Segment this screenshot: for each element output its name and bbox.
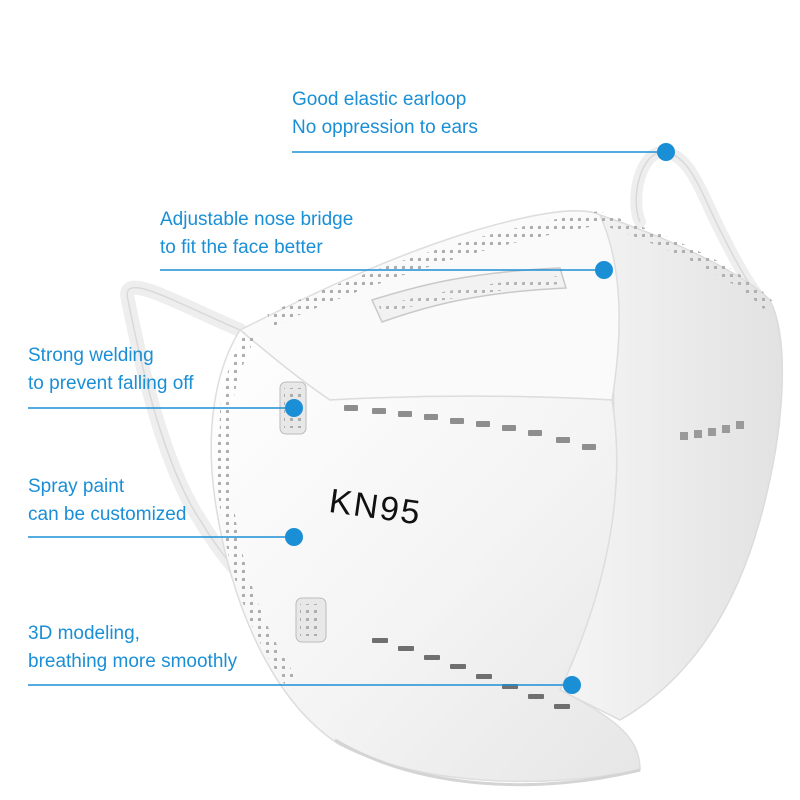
mask-body [210, 210, 784, 787]
welded-seam [344, 405, 596, 450]
callout-nose-bridge-line2: to fit the face better [160, 237, 323, 258]
leader-spray-paint [28, 528, 303, 546]
welding-pad-lower [295, 597, 327, 643]
side-seam [680, 421, 744, 440]
leader-nose-bridge [160, 261, 613, 279]
callout-earloop-line1: Good elastic earloop [292, 89, 467, 110]
leader-earloop [292, 143, 675, 161]
leader-welding [28, 399, 303, 417]
callout-earloop: Good elastic earloop No oppression to ea… [292, 86, 478, 142]
callout-3d-modeling-line1: 3D modeling, [28, 623, 140, 644]
callout-welding: Strong welding to prevent falling off [28, 342, 193, 398]
callout-3d-modeling: 3D modeling, breathing more smoothly [28, 620, 237, 676]
callout-earloop-line2: No oppression to ears [292, 117, 478, 138]
callout-nose-bridge-line1: Adjustable nose bridge [160, 209, 354, 230]
callout-spray-paint: Spray paint can be customized [28, 473, 186, 529]
callout-nose-bridge: Adjustable nose bridge to fit the face b… [160, 206, 353, 262]
callout-spray-paint-line2: can be customized [28, 504, 187, 525]
callout-3d-modeling-line2: breathing more smoothly [28, 651, 238, 672]
callout-welding-line2: to prevent falling off [28, 373, 194, 394]
callout-spray-paint-line1: Spray paint [28, 476, 125, 497]
leader-3d-modeling [28, 676, 581, 694]
earloop-right [630, 146, 768, 306]
callout-welding-line1: Strong welding [28, 345, 154, 366]
callout-leaders [28, 143, 675, 694]
